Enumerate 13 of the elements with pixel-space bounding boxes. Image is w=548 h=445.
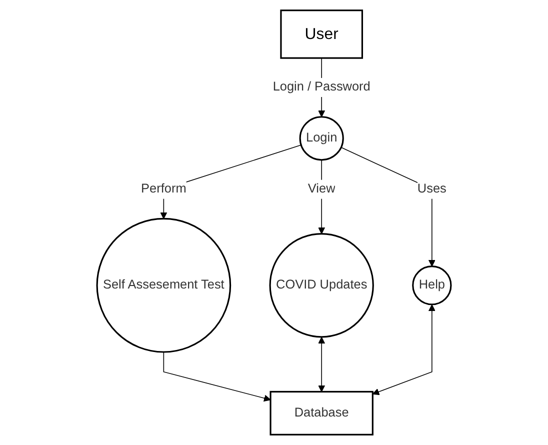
node-circle: Help <box>412 266 452 306</box>
node-box: Database <box>270 390 374 436</box>
arrow <box>318 336 326 392</box>
node-circle: Login <box>299 116 344 161</box>
node-circle: Self Assesement Test <box>96 218 232 353</box>
edge-label: Perform <box>141 182 186 196</box>
edge-label: Uses <box>417 182 446 196</box>
arrow <box>372 304 436 396</box>
node-box: User <box>280 10 364 59</box>
edge-label: Login / Password <box>272 80 370 94</box>
node-circle: COVID Updates <box>269 233 374 338</box>
arrow <box>163 352 271 402</box>
edge-label: View <box>308 182 336 196</box>
